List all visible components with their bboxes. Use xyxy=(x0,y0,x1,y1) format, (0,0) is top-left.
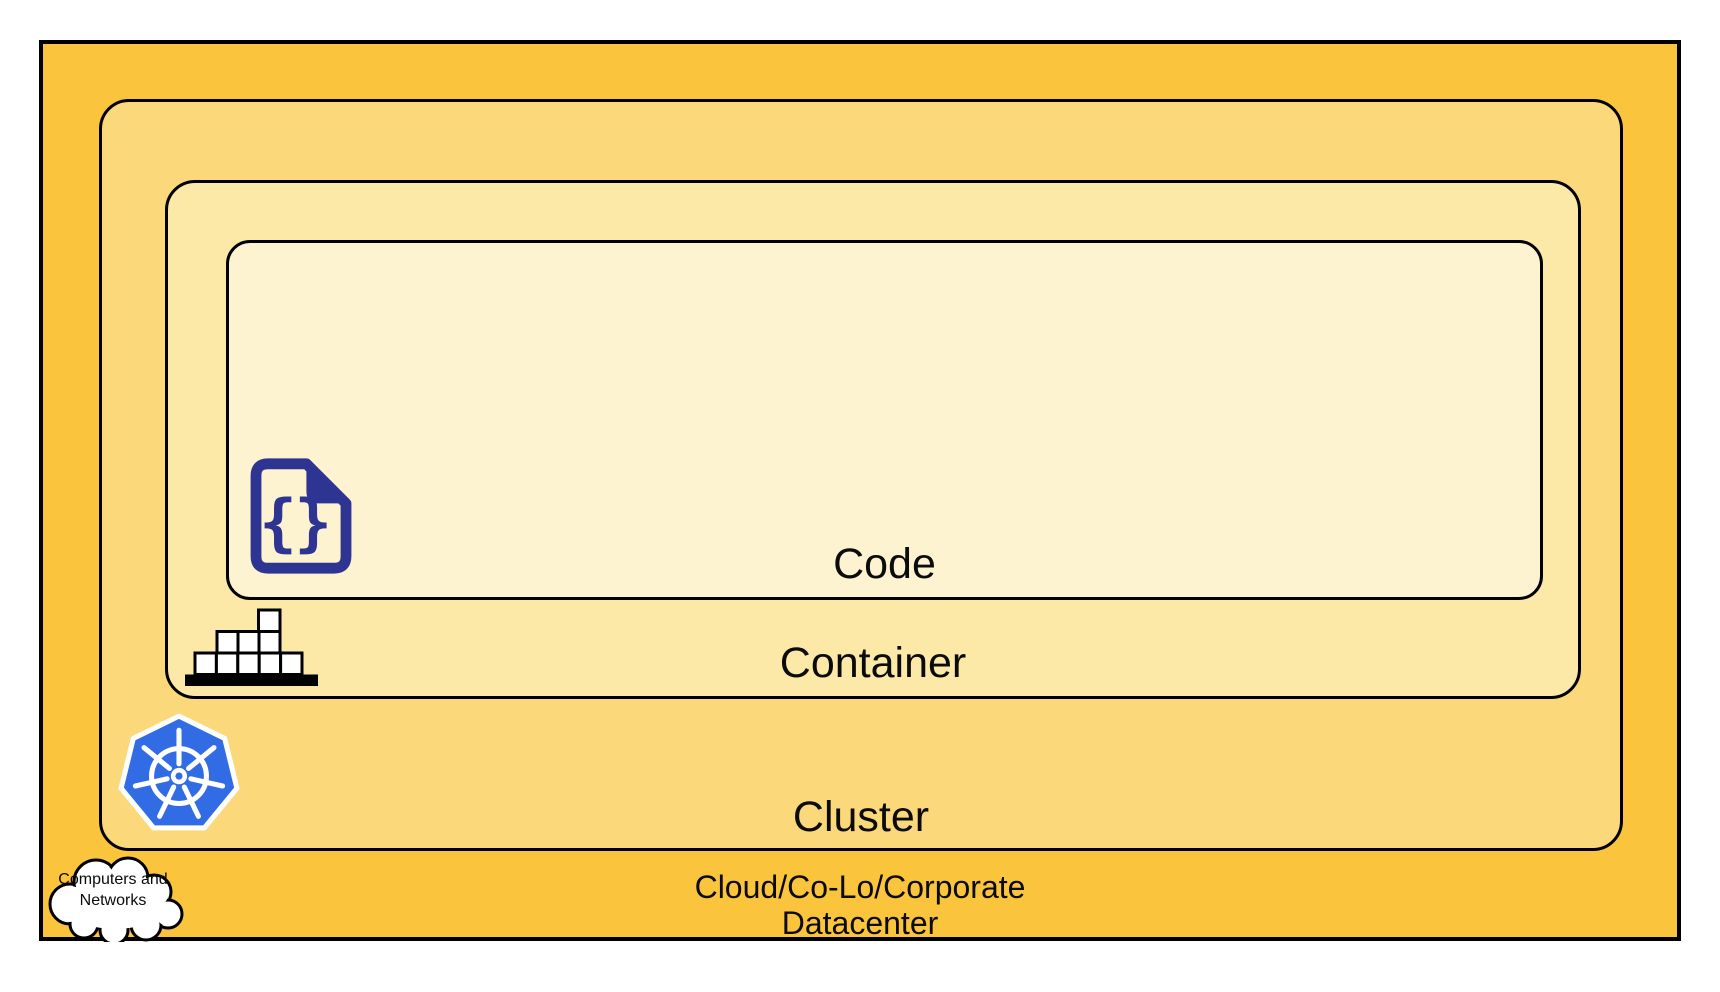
kubernetes-icon xyxy=(116,710,242,834)
container-label: Container xyxy=(779,639,967,687)
cluster-label: Cluster xyxy=(792,793,930,841)
datacenter-label-line1: Cloud/Co-Lo/Corporate xyxy=(694,869,1026,905)
cloud-fill xyxy=(52,860,180,942)
datacenter-label-line2: Datacenter xyxy=(781,905,939,941)
cloud-icon xyxy=(40,850,186,942)
datacenter-label: Cloud/Co-Lo/Corporate Datacenter xyxy=(39,869,1681,941)
code-file-outline xyxy=(250,458,352,574)
cloud-label-line2: Networks xyxy=(79,892,147,909)
container-pallet-bar xyxy=(185,674,318,686)
code-braces-glyph: {} xyxy=(259,486,329,559)
container-stack-icon xyxy=(184,608,319,688)
cloud-label: Computers and Networks xyxy=(46,869,180,911)
kubernetes-wheel xyxy=(132,727,226,819)
cloud-label-line1: Computers and xyxy=(58,871,168,888)
code-file-icon: {} xyxy=(238,454,358,578)
kubernetes-hub-dot xyxy=(175,772,183,780)
container-boxes xyxy=(193,608,304,676)
code-file-fold xyxy=(306,463,346,504)
layer-code-box xyxy=(226,240,1543,600)
code-label: Code xyxy=(833,540,936,588)
